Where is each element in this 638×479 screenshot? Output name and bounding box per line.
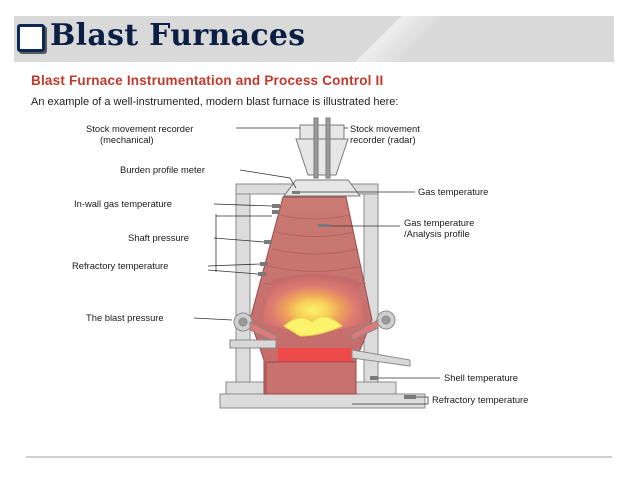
title-bar — [14, 16, 614, 62]
cohesive-zone — [283, 316, 343, 337]
diagram-subheading: An example of a well-instrumented, moder… — [31, 96, 399, 108]
label-stock-movement-radar: Stock movement — [350, 123, 420, 134]
label-burden-profile-meter: Burden profile meter — [120, 164, 205, 175]
label-gas-temperature-analysis-sub: /Analysis profile — [404, 228, 470, 239]
bustle-pipes — [233, 310, 396, 343]
hearth — [265, 361, 357, 395]
hot-zone — [262, 274, 364, 332]
tap-runners — [229, 339, 411, 367]
bullet-checkbox-icon — [17, 24, 45, 52]
label-refractory-temperature-left: Refractory temperature — [72, 260, 168, 271]
label-shaft-pressure: Shaft pressure — [128, 232, 189, 243]
bottom-divider — [26, 456, 612, 458]
hearth-liquid — [278, 348, 352, 362]
label-stock-movement-mechanical: Stock movement recorder — [86, 123, 193, 134]
title-bar-decoration — [334, 16, 454, 62]
label-shell-temperature: Shell temperature — [444, 372, 518, 383]
furnace-top-hopper — [283, 117, 361, 197]
label-refractory-temperature-bottom: Refractory temperature — [432, 394, 528, 405]
label-gas-temperature: Gas temperature — [418, 186, 488, 197]
label-gas-temperature-analysis: Gas temperature — [404, 217, 474, 228]
leader-lines — [193, 127, 440, 405]
label-blast-pressure: The blast pressure — [86, 312, 164, 323]
slide-title: Blast Furnaces — [50, 18, 306, 53]
label-stock-movement-mechanical-sub: (mechanical) — [100, 134, 154, 145]
sensor-probes — [258, 191, 416, 399]
label-in-wall-gas-temperature: In-wall gas temperature — [74, 198, 172, 209]
label-stock-movement-radar-sub: recorder (radar) — [350, 134, 416, 145]
diagram-heading: Blast Furnace Instrumentation and Proces… — [31, 73, 384, 88]
